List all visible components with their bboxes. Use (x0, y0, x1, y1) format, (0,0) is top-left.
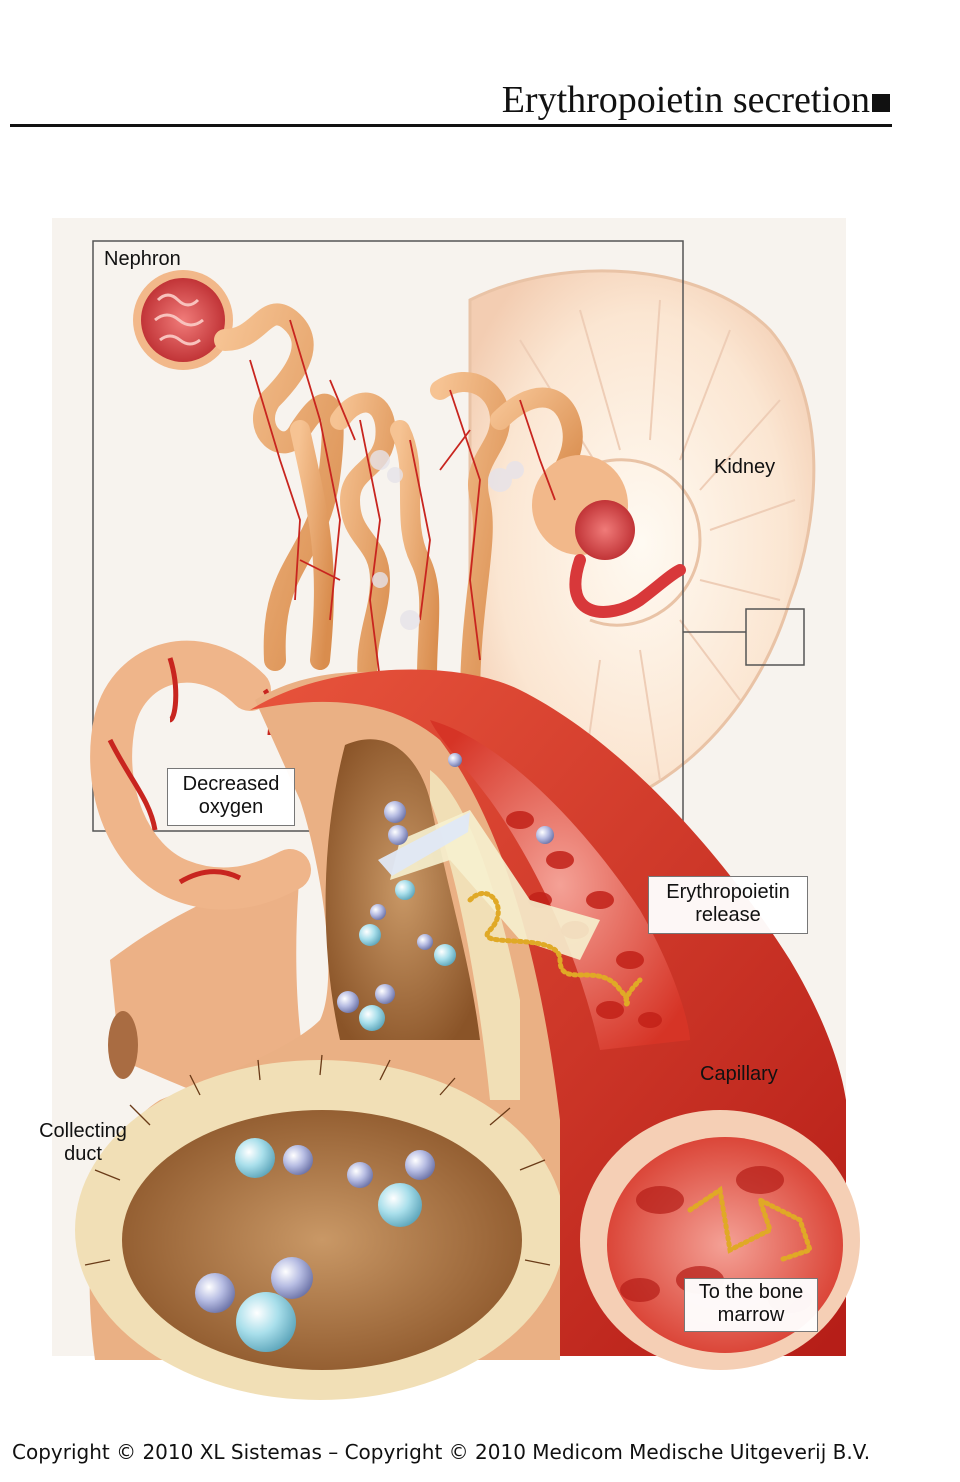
label-kidney: Kidney (714, 456, 776, 478)
oxygen-molecules (195, 753, 554, 1352)
copyright-text: Copyright © 2010 XL Sistemas – Copyright… (12, 1440, 871, 1464)
label-nephron: Nephron (104, 248, 181, 270)
title-square-icon (872, 94, 890, 112)
label-capillary: Capillary (700, 1063, 778, 1085)
label-to-bone-marrow: To the bone marrow (684, 1278, 818, 1332)
page-title: Erythropoietin secretion (501, 79, 870, 121)
label-collecting-duct: Collecting duct (39, 1120, 127, 1165)
title-rule (10, 124, 892, 127)
nephron-illustration (133, 270, 686, 730)
label-erythropoietin-release: Erythropoietin release (648, 876, 808, 934)
label-decreased-oxygen: Decreased oxygen (167, 768, 295, 826)
erythropoietin-chain (467, 891, 814, 1263)
